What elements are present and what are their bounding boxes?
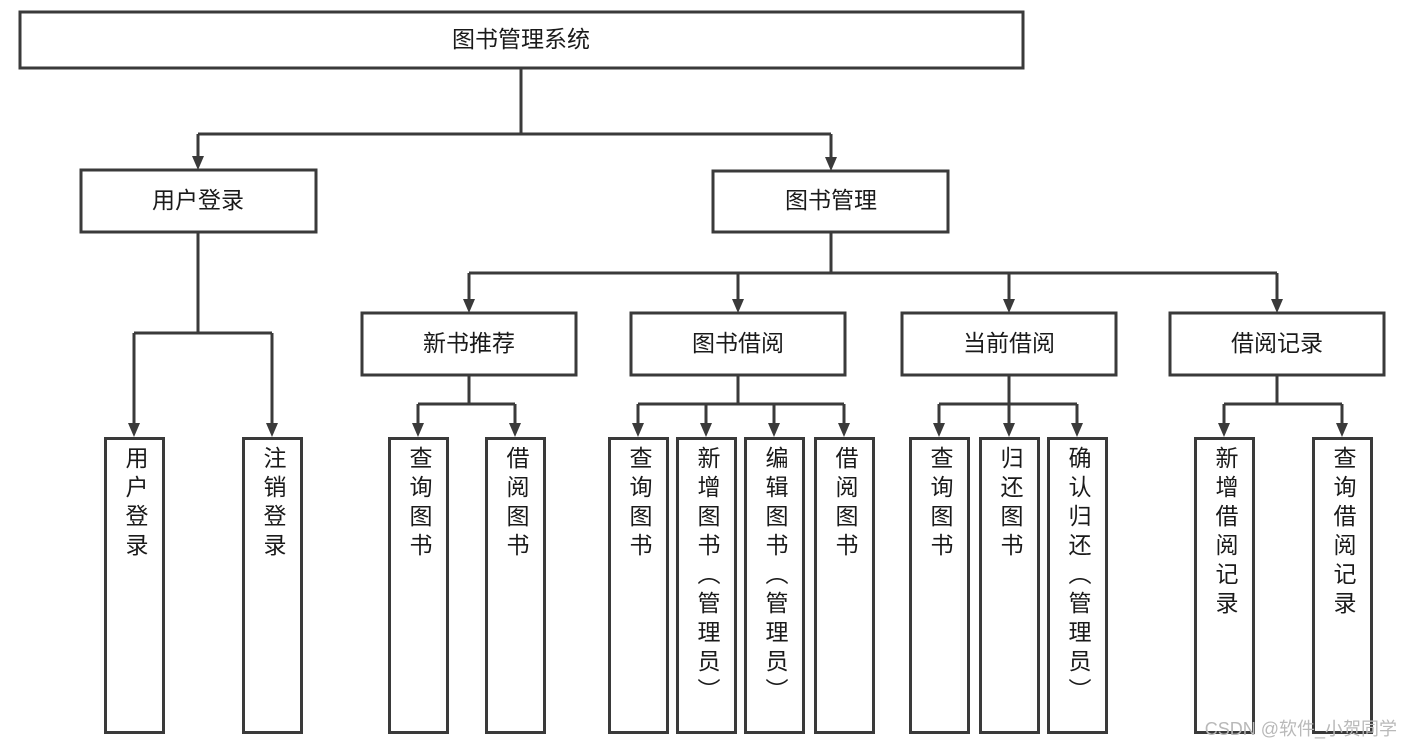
- leaf-borrow-record-1[interactable]: 新增借阅记录: [1194, 437, 1255, 734]
- leaf-current-borrow-3-label: 确认归还（管理员）: [1065, 446, 1091, 707]
- arrow-bookmgmt-to-new-book: [463, 299, 475, 313]
- arrow-bookmgmt-to-borrow: [732, 299, 744, 313]
- leaf-current-borrow-3[interactable]: 确认归还（管理员）: [1047, 437, 1108, 734]
- leaf-current-borrow-2[interactable]: 归还图书: [979, 437, 1040, 734]
- arrow-newbook-leaf2: [509, 423, 521, 437]
- arrow-bookborrow-leaf2: [700, 423, 712, 437]
- leaf-user-login-2-label: 注销登录: [260, 446, 286, 562]
- node-new-book-recommend-label: 新书推荐: [423, 330, 515, 356]
- arrow-bookborrow-leaf4: [838, 423, 850, 437]
- leaf-new-book-1-label: 查询图书: [406, 446, 432, 562]
- arrow-userlogin-leaf1: [128, 423, 140, 437]
- leaf-new-book-1[interactable]: 查询图书: [388, 437, 449, 734]
- leaf-current-borrow-1-label: 查询图书: [927, 446, 953, 562]
- node-book-management-label: 图书管理: [785, 187, 877, 213]
- leaf-new-book-2[interactable]: 借阅图书: [485, 437, 546, 734]
- arrow-borrowrecord-leaf2: [1336, 423, 1348, 437]
- node-book-borrow-label: 图书借阅: [692, 330, 784, 356]
- leaf-book-borrow-1[interactable]: 查询图书: [608, 437, 669, 734]
- leaf-book-borrow-4[interactable]: 借阅图书: [814, 437, 875, 734]
- leaf-book-borrow-1-label: 查询图书: [626, 446, 652, 562]
- node-book-management[interactable]: 图书管理: [711, 169, 950, 234]
- arrow-root-to-book-mgmt: [825, 157, 837, 171]
- arrow-currentborrow-leaf1: [933, 423, 945, 437]
- leaf-book-borrow-3-label: 编辑图书（管理员）: [762, 446, 788, 707]
- node-root-label: 图书管理系统: [452, 26, 590, 52]
- arrow-root-to-user-login: [192, 156, 204, 170]
- leaf-book-borrow-2[interactable]: 新增图书（管理员）: [676, 437, 737, 734]
- node-root[interactable]: 图书管理系统: [18, 10, 1025, 70]
- arrow-bookborrow-leaf3: [768, 423, 780, 437]
- node-borrow-record-label: 借阅记录: [1231, 330, 1323, 356]
- leaf-borrow-record-2-label: 查询借阅记录: [1330, 446, 1356, 620]
- node-current-borrow-label: 当前借阅: [963, 330, 1055, 356]
- leaf-borrow-record-1-label: 新增借阅记录: [1212, 446, 1238, 620]
- leaf-book-borrow-2-label: 新增图书（管理员）: [694, 446, 720, 707]
- leaf-book-borrow-3[interactable]: 编辑图书（管理员）: [744, 437, 805, 734]
- leaf-book-borrow-4-label: 借阅图书: [832, 446, 858, 562]
- leaf-current-borrow-2-label: 归还图书: [997, 446, 1023, 562]
- arrow-newbook-leaf1: [412, 423, 424, 437]
- leaf-user-login-1[interactable]: 用户登录: [104, 437, 165, 734]
- arrow-currentborrow-leaf3: [1071, 423, 1083, 437]
- arrow-userlogin-leaf2: [266, 423, 278, 437]
- leaf-borrow-record-2[interactable]: 查询借阅记录: [1312, 437, 1373, 734]
- node-user-login-label: 用户登录: [152, 187, 244, 213]
- leaf-current-borrow-1[interactable]: 查询图书: [909, 437, 970, 734]
- arrow-bookmgmt-to-current: [1003, 299, 1015, 313]
- node-book-borrow[interactable]: 图书借阅: [629, 311, 847, 377]
- leaf-new-book-2-label: 借阅图书: [503, 446, 529, 562]
- node-borrow-record[interactable]: 借阅记录: [1168, 311, 1386, 377]
- arrow-bookmgmt-to-record: [1271, 299, 1283, 313]
- node-new-book-recommend[interactable]: 新书推荐: [360, 311, 578, 377]
- leaf-user-login-2[interactable]: 注销登录: [242, 437, 303, 734]
- node-user-login[interactable]: 用户登录: [79, 168, 318, 234]
- node-current-borrow[interactable]: 当前借阅: [900, 311, 1118, 377]
- arrow-currentborrow-leaf2: [1003, 423, 1015, 437]
- leaf-user-login-1-label: 用户登录: [122, 446, 148, 562]
- arrow-bookborrow-leaf1: [632, 423, 644, 437]
- arrow-borrowrecord-leaf1: [1218, 423, 1230, 437]
